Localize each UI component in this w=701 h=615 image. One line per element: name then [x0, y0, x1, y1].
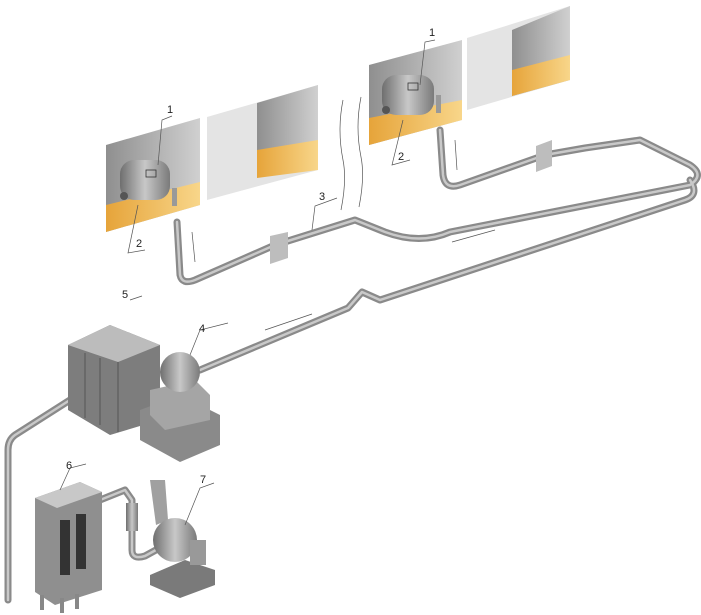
- duct-system: [4, 126, 701, 604]
- label-floor-right: 2: [398, 151, 404, 163]
- filter-unit: [68, 325, 160, 435]
- flow-arrows: [191, 139, 496, 331]
- break-mark: [339, 99, 345, 211]
- room-left-empty: [207, 85, 318, 200]
- room-left-with-dryer: [106, 118, 200, 232]
- label-dryer-right: 1: [429, 27, 435, 39]
- exhaust-fan: [150, 518, 215, 598]
- label-cabinet: 6: [66, 460, 72, 472]
- cabinet: [35, 482, 102, 613]
- room-right-empty: [467, 6, 570, 110]
- damper-flange: [536, 140, 552, 172]
- label-dryer-left: 1: [167, 104, 173, 116]
- damper-flange: [270, 232, 288, 264]
- label-fan: 4: [199, 323, 205, 335]
- label-floor-left: 2: [136, 238, 142, 250]
- dryer-machine: [382, 75, 434, 115]
- label-filter-unit: 5: [122, 289, 128, 301]
- dryer-machine: [120, 160, 170, 200]
- label-exhaust-fan: 7: [200, 474, 206, 486]
- room-right-with-dryer: [369, 40, 462, 145]
- label-duct: 3: [319, 191, 325, 203]
- main-fan: [140, 352, 220, 462]
- callouts: 1 2 1 2 3 4 5 6 7: [59, 27, 435, 526]
